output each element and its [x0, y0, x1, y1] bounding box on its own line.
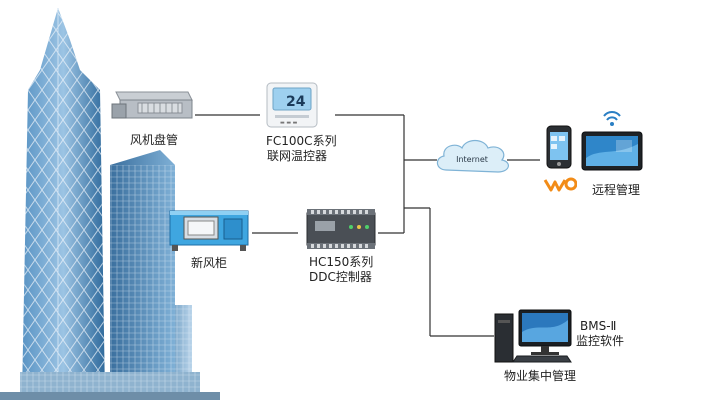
bms-label-2: 监控软件 — [576, 334, 625, 348]
thermostat-display: 24 — [286, 94, 306, 110]
fresh-air-unit-icon — [169, 210, 249, 251]
svg-text:▬ ▬ ▬: ▬ ▬ ▬ — [280, 120, 298, 126]
internet-label: Internet — [456, 155, 488, 164]
computer-icon — [494, 309, 572, 363]
thermostat-label-1: FC100C系列 — [266, 134, 337, 148]
unicom-logo-icon — [543, 177, 577, 192]
thermostat-label-2: 联网温控器 — [267, 149, 328, 163]
wifi-icon — [603, 111, 621, 126]
ddc-label-2: DDC控制器 — [309, 270, 372, 284]
fresh-air-label: 新风柜 — [191, 256, 228, 270]
bms-label-1: BMS-Ⅱ — [580, 319, 617, 333]
ddc-label-1: HC150系列 — [309, 255, 374, 269]
tablet-icon — [581, 131, 643, 171]
ddc-controller-icon — [306, 209, 376, 249]
cloud-icon: Internet — [436, 139, 509, 173]
fan-coil-label: 风机盘管 — [130, 133, 179, 147]
property-label: 物业集中管理 — [504, 369, 577, 383]
fan-coil-icon — [111, 91, 193, 119]
phone-icon — [546, 125, 572, 169]
thermostat-icon: 24 ▬ ▬ ▬ — [266, 82, 318, 128]
remote-label: 远程管理 — [592, 183, 641, 197]
